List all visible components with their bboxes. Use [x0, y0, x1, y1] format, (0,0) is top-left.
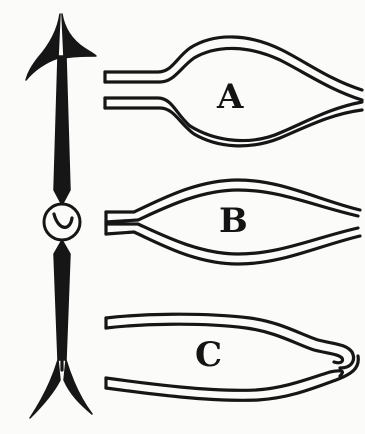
magnetic-needle-icon [26, 14, 96, 418]
label-a: A [217, 80, 243, 114]
folded-tube-c-icon [106, 314, 358, 400]
label-b: B [219, 204, 248, 238]
label-c: C [195, 338, 222, 372]
